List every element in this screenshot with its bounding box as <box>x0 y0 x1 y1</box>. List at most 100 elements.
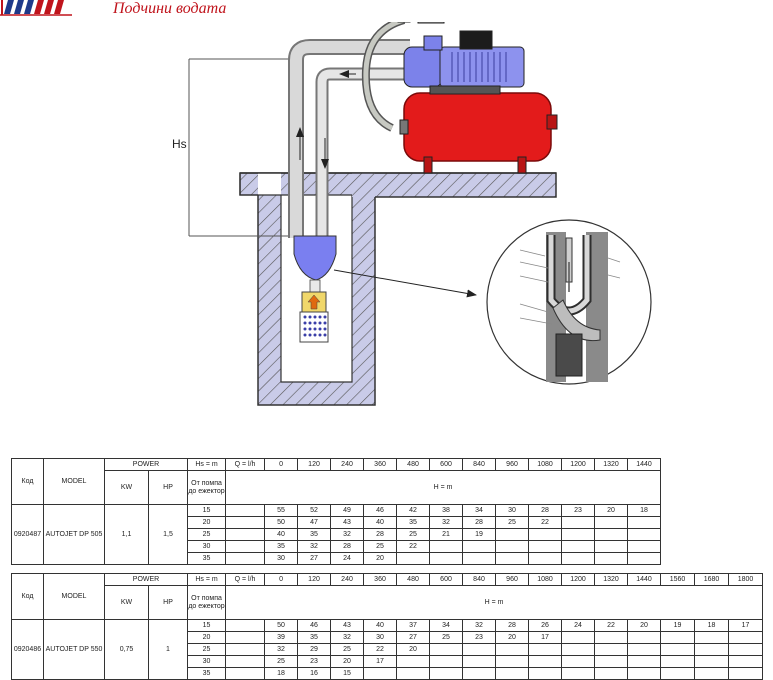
table-cell: 22 <box>396 540 431 553</box>
hp-header: HP <box>147 585 189 620</box>
table-cell <box>660 667 696 680</box>
hp-header: HP <box>147 470 189 505</box>
table-cell <box>660 631 696 644</box>
table-cell: 240 <box>330 573 365 586</box>
table-cell <box>495 540 530 553</box>
table-cell <box>627 540 662 553</box>
table-cell <box>495 667 530 680</box>
table-cell: 21 <box>429 528 464 541</box>
table-cell: 35 <box>187 667 227 680</box>
table-cell: 34 <box>462 504 497 517</box>
table-cell <box>660 655 696 668</box>
q-value: 1200 <box>561 458 596 471</box>
hs-header: Hs = m <box>187 573 227 586</box>
table-cell: 40 <box>363 619 398 632</box>
table-cell: 30 <box>363 631 398 644</box>
table-cell: 35 <box>297 631 332 644</box>
table-cell <box>225 619 266 632</box>
table-cell: 1200 <box>561 573 596 586</box>
table-cell <box>225 552 266 565</box>
table-cell <box>429 540 464 553</box>
table-cell: 32 <box>429 516 464 529</box>
h-header: H = m <box>225 470 662 505</box>
table-cell <box>363 667 398 680</box>
q-value: 1320 <box>594 458 629 471</box>
table-cell <box>594 552 629 565</box>
product-hp: 1 <box>147 619 189 680</box>
table-cell: 0 <box>264 573 299 586</box>
table-cell <box>528 643 563 656</box>
table-cell: 1560 <box>660 573 696 586</box>
table-cell: 34 <box>429 619 464 632</box>
hs-value: 15 <box>187 504 227 517</box>
q-header: Q = l/h <box>225 458 266 471</box>
table-cell <box>561 528 596 541</box>
table-cell: 25 <box>429 631 464 644</box>
table-cell: 1080 <box>528 573 563 586</box>
q-header: Q = l/h <box>225 573 266 586</box>
table-cell <box>561 655 596 668</box>
table-cell: 52 <box>297 504 332 517</box>
pump-unit <box>361 22 558 174</box>
code-header: Код <box>11 573 44 620</box>
table-cell: 20 <box>187 631 227 644</box>
kw-header: KW <box>104 470 149 505</box>
table-cell <box>594 528 629 541</box>
table-cell: 30 <box>495 504 530 517</box>
table-cell: 40 <box>264 528 299 541</box>
pipes <box>288 39 410 238</box>
table-cell: 17 <box>728 619 764 632</box>
table-cell: 35 <box>396 516 431 529</box>
table-cell: 39 <box>264 631 299 644</box>
table-cell <box>561 667 596 680</box>
table-cell: 46 <box>297 619 332 632</box>
table-cell <box>594 655 629 668</box>
q-value: 960 <box>495 458 530 471</box>
table-cell <box>594 667 629 680</box>
table-cell: 43 <box>330 516 365 529</box>
table-cell: 600 <box>429 573 464 586</box>
table-cell <box>495 528 530 541</box>
table-cell: 22 <box>363 643 398 656</box>
table-cell <box>561 552 596 565</box>
product-kw: 1,1 <box>104 504 149 565</box>
table-cell: 17 <box>528 631 563 644</box>
q-value: 360 <box>363 458 398 471</box>
table-cell <box>594 631 629 644</box>
table-cell <box>627 643 662 656</box>
table-cell <box>225 631 266 644</box>
product-model: AUTOJET DP 505 <box>43 504 105 565</box>
table-cell: 20 <box>363 552 398 565</box>
power-header: POWER <box>103 458 189 471</box>
table-cell <box>396 667 431 680</box>
hs-value: 30 <box>187 540 227 553</box>
q-value: 120 <box>297 458 332 471</box>
power-header: POWER <box>103 573 189 586</box>
table-cell: 960 <box>495 573 530 586</box>
table-cell: 35 <box>297 528 332 541</box>
table-cell <box>694 655 730 668</box>
table-cell <box>528 540 563 553</box>
table-cell <box>528 528 563 541</box>
table-cell <box>694 631 730 644</box>
table-cell: 18 <box>627 504 662 517</box>
q-value: 840 <box>462 458 497 471</box>
model-header: MODEL <box>43 458 105 505</box>
ejector-header: От помпа до ежектор <box>187 470 227 505</box>
table-cell: 46 <box>363 504 398 517</box>
table-cell: 29 <box>297 643 332 656</box>
table-cell <box>627 655 662 668</box>
table-cell: 19 <box>462 528 497 541</box>
table-cell: 23 <box>462 631 497 644</box>
table-cell: 25 <box>187 643 227 656</box>
table-cell: 24 <box>561 619 596 632</box>
table-cell <box>694 643 730 656</box>
table-cell: 25 <box>330 643 365 656</box>
table-cell: 20 <box>627 619 662 632</box>
table-cell: 35 <box>264 540 299 553</box>
model-header: MODEL <box>43 573 105 620</box>
product-kw: 0,75 <box>104 619 149 680</box>
table-cell: 22 <box>528 516 563 529</box>
hs-header: Hs = m <box>187 458 227 471</box>
